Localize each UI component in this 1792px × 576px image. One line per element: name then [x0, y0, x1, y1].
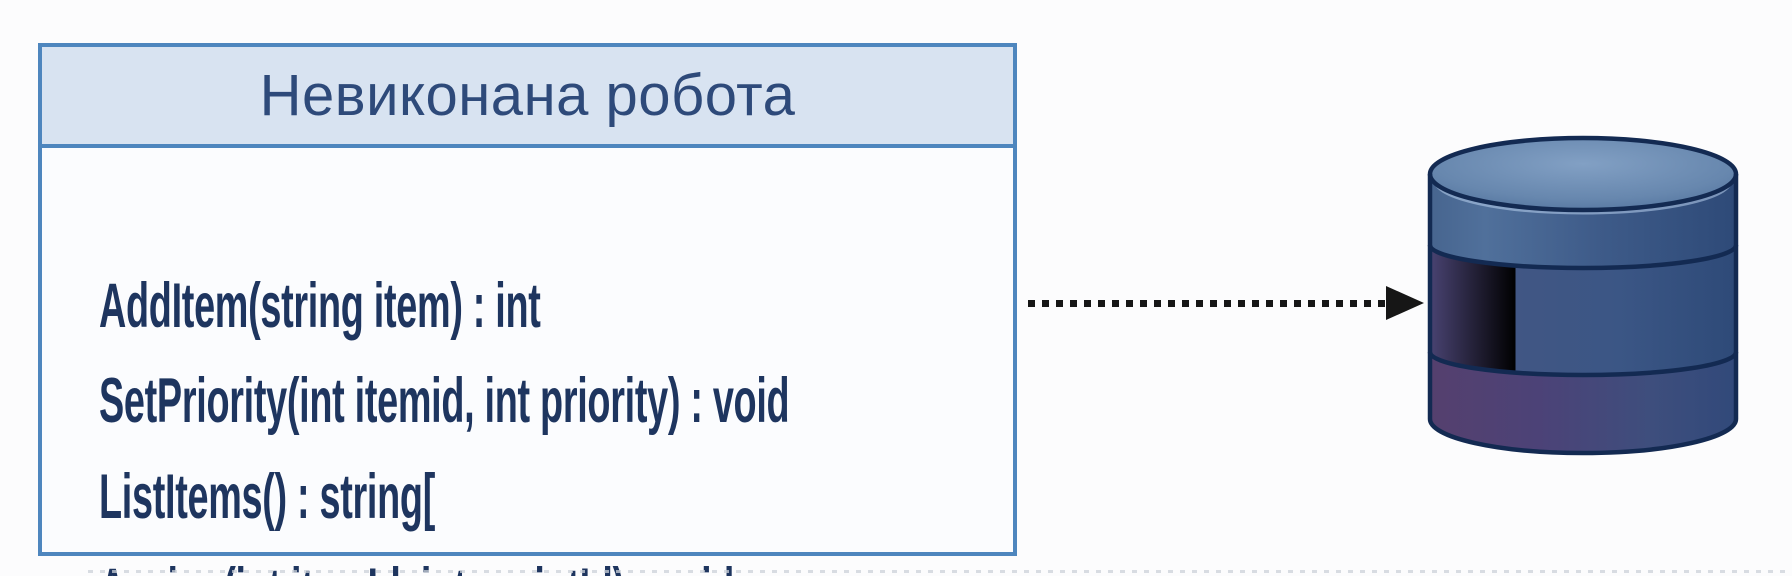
method-additem: AddItem(string item) : int: [99, 271, 541, 341]
backlog-class-box: Невиконана робота AddItem(string item) :…: [38, 43, 1017, 576]
method-listitems: ListItems() : string[: [99, 462, 436, 532]
class-box-title: Невиконана робота: [42, 47, 1013, 148]
page-edge-dotted-line: [88, 570, 1792, 573]
arrowhead-icon: [1386, 286, 1424, 320]
dotted-connector-line: [1028, 300, 1386, 307]
class-box-method-list: AddItem(string item) : int SetPriority(i…: [42, 148, 1013, 576]
database-icon: [1427, 135, 1739, 456]
method-setpriority: SetPriority(int itemid, int priority) : …: [99, 366, 790, 436]
